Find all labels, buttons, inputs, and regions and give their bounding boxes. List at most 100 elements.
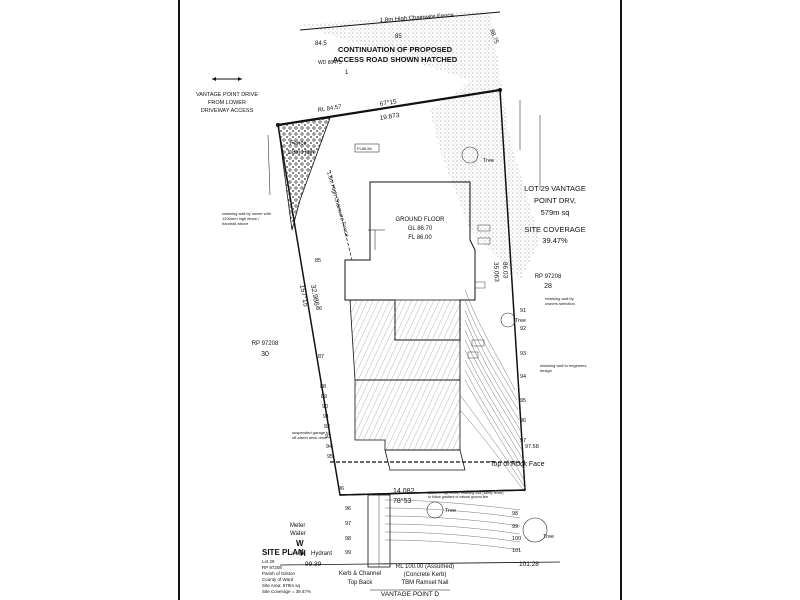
left-level-93: 93 <box>325 434 331 440</box>
left-level-89: 89 <box>321 394 327 400</box>
left-level-86: 86 <box>316 306 322 312</box>
right-dim: 35.063 <box>492 262 500 282</box>
rl-assumed-1: RL 100.00 (Assumed) <box>396 564 454 570</box>
right-level-94: 94 <box>520 374 526 380</box>
left-bearing: 157°15 <box>298 284 310 307</box>
h-symbol: H <box>300 549 306 558</box>
hydrant-label: Hydrant <box>311 551 332 557</box>
rp-right: RP 97208 <box>535 274 562 280</box>
contours-right <box>459 289 526 493</box>
north-boundary <box>277 88 501 127</box>
note-right2-2: design <box>540 368 552 373</box>
access-road-hatched <box>300 10 540 280</box>
bottom-level-98: 98 <box>512 511 518 517</box>
right-level-95: 95 <box>520 398 526 404</box>
level-9939: 99.39 <box>305 561 322 568</box>
vpd-note-3: DRIVEWAY ACCESS <box>201 108 254 114</box>
deck <box>384 449 466 471</box>
bottom-dim: 14.082 <box>393 488 415 495</box>
left-level-92: 92 <box>324 424 330 430</box>
gl-label: GL 86.70 <box>408 226 433 232</box>
top-fence-line <box>299 11 501 31</box>
note-garage-2: off-street deck drive <box>292 435 328 440</box>
note-right2-1: retaining wall to engineers <box>540 363 586 368</box>
note-right-1: retaining wall by <box>545 296 574 301</box>
site-coverage-value: 39.47% <box>542 236 568 245</box>
road-title-2: ACCESS ROAD SHOWN HATCHED <box>333 55 458 64</box>
left-level-85: 85 <box>315 258 321 264</box>
fence-label-2: 1.8m High <box>287 150 314 156</box>
rp-left: RP 97208 <box>252 341 279 347</box>
legend-5: Site Area: 579m sq <box>262 583 301 588</box>
level-845: 84.5 <box>315 41 327 47</box>
bearing-top: 67°15 <box>379 97 397 108</box>
lot-one-label: 1 <box>345 70 349 76</box>
left-level-87: 87 <box>318 354 324 360</box>
left-level-91: 91 <box>323 414 329 420</box>
street-label: VANTAGE POINT D <box>381 591 439 598</box>
legend-2: RP 97208 <box>262 565 282 570</box>
ground-floor-label: GROUND FLOOR <box>395 217 445 223</box>
note-bottom-2: to follow gradient of natural ground lin… <box>428 495 488 499</box>
right-level-93: 93 <box>520 351 526 357</box>
vpd-note-1: VANTAGE POINT DRIVE <box>196 92 258 98</box>
bottom-level-101: 101 <box>512 548 521 554</box>
legend-4: County of Ward <box>262 577 294 582</box>
level-85: 85 <box>395 34 402 40</box>
dim-top: 19.873 <box>379 112 400 122</box>
road-title-1: CONTINUATION OF PROPOSED <box>338 45 453 54</box>
bottom-level-99b: 99 <box>345 550 351 556</box>
top-fence-label: 1.8m High Chainwire Fence <box>380 13 455 24</box>
lot-info-3: 579m sq <box>541 208 570 217</box>
meter-label: Meter <box>290 523 305 529</box>
fl-label: FL 86.00 <box>408 235 432 241</box>
tree-label-4: Tree <box>543 534 554 540</box>
lower-level <box>349 299 461 381</box>
page-border <box>178 0 622 600</box>
contours-bottom <box>384 499 521 551</box>
bottom-right-level: 101.28 <box>519 561 539 568</box>
front-boundary <box>339 489 526 496</box>
legend-6: Site Coverage = 39.47% <box>262 589 311 594</box>
wd-label: WD 804?3 <box>318 60 342 66</box>
left-level-90: 90 <box>322 404 328 410</box>
note-garage-1: suspended garage to <box>292 430 330 435</box>
level-8875: 88.75 <box>488 29 499 46</box>
w-symbol: W <box>296 539 304 548</box>
arrow-head-left <box>212 77 216 81</box>
bottom-bearing: 78°53 <box>393 497 411 505</box>
lot-left: 30 <box>261 351 269 358</box>
site-plan-title: SITE PLAN <box>262 548 304 557</box>
note-bottom-1: 1200mm high timber retaining wall (safet… <box>428 491 503 495</box>
rock-face-label: Top of Rock Face <box>490 461 545 468</box>
vpd-note-2: FROM LOWER <box>208 100 246 106</box>
note-left-2: 1200mm high fence / <box>222 216 260 221</box>
lot-right: 28 <box>544 283 552 290</box>
right-dim-2: 86.03 <box>501 262 509 279</box>
bottom-level-96: 96 <box>345 506 351 512</box>
note-left-3: handrail above <box>222 221 249 226</box>
right-level-91: 91 <box>520 308 526 314</box>
bottom-level-99: 99 <box>512 524 518 530</box>
legend-3: Parish of Gilston <box>262 571 296 576</box>
bottom-level-100: 100 <box>512 536 521 542</box>
kerb-label-1: Kerb & Channel <box>339 571 381 577</box>
site-coverage-title: SITE COVERAGE <box>524 225 585 234</box>
right-level-92: 92 <box>520 326 526 332</box>
right-level-9758: 97.58 <box>525 444 539 450</box>
left-level-95: 95 <box>327 454 333 460</box>
left-level-88: 88 <box>320 384 326 390</box>
kerb-label-2: Top Back <box>348 580 374 586</box>
chainwire-fence-label: 1.8m High Chainwire Fence <box>325 171 349 238</box>
right-level-97: 97 <box>520 438 526 444</box>
bottom-level-97: 97 <box>345 521 351 527</box>
note-right-2: owners selection <box>545 301 575 306</box>
dimension-ticks <box>467 224 491 359</box>
arrow-head-right <box>238 77 242 81</box>
garage <box>354 379 461 451</box>
kerb-line <box>279 561 561 566</box>
tree-label-2: Tree <box>515 318 526 324</box>
rl-top: RL 84.57 <box>317 104 342 114</box>
fl-box <box>354 143 380 153</box>
